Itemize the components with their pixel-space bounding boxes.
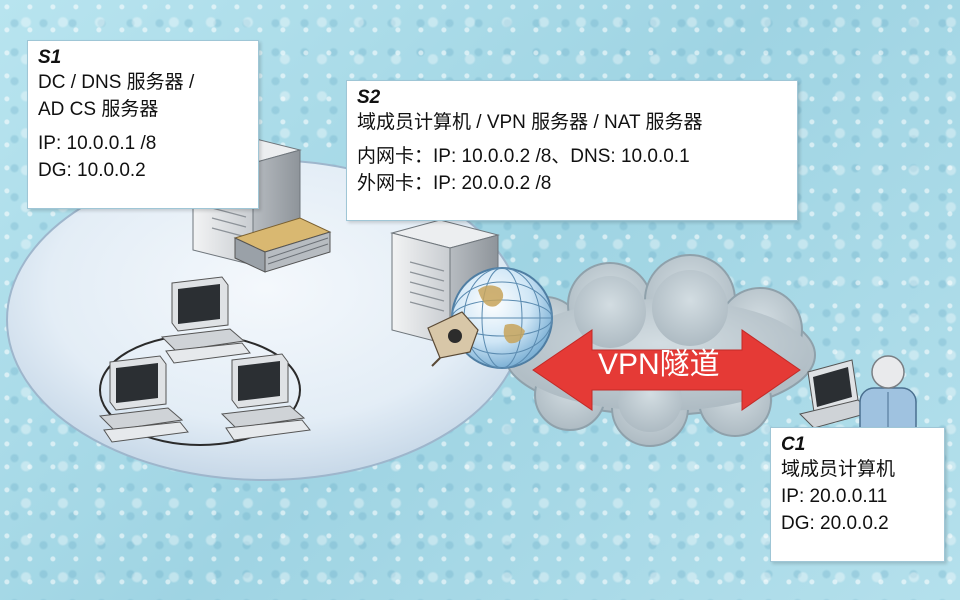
s2-internal-nic: 内网卡：IP: 10.0.0.2 /8、DNS: 10.0.0.1 (357, 146, 690, 167)
c1-dg: DG: 20.0.0.2 (781, 513, 889, 534)
book-icon (233, 217, 332, 273)
s1-tag: S1 (38, 47, 62, 68)
c1-tag: C1 (781, 434, 806, 455)
s1-dg: DG: 10.0.0.2 (38, 160, 146, 181)
laptop-icon (799, 359, 874, 429)
s2-external-nic: 外网卡：IP: 20.0.0.2 /8 (357, 173, 552, 194)
globe-icon (451, 267, 553, 369)
s1-label-box: S1 DC / DNS 服务器 / AD CS 服务器 IP: 10.0.0.1… (27, 40, 259, 209)
c1-label-box: C1 域成员计算机 IP: 20.0.0.11 DG: 20.0.0.2 (770, 427, 945, 562)
desktop-computer-icon (220, 353, 311, 441)
c1-ip: IP: 20.0.0.11 (781, 486, 888, 507)
desktop-computer-icon (98, 355, 189, 443)
c1-role: 域成员计算机 (781, 459, 896, 480)
s1-role-line2: AD CS 服务器 (38, 99, 159, 120)
desktop-computer-icon (160, 276, 251, 364)
s1-role-line1: DC / DNS 服务器 / (38, 72, 195, 93)
s2-label-box: S2 域成员计算机 / VPN 服务器 / NAT 服务器 内网卡：IP: 10… (346, 80, 798, 221)
s2-tag: S2 (357, 87, 381, 108)
vpn-tunnel-label: VPN隧道 (598, 348, 720, 381)
double-arrow-icon (532, 329, 801, 411)
s1-ip: IP: 10.0.0.1 /8 (38, 133, 157, 154)
s2-role: 域成员计算机 / VPN 服务器 / NAT 服务器 (357, 112, 703, 133)
firewall-icon (427, 311, 479, 367)
